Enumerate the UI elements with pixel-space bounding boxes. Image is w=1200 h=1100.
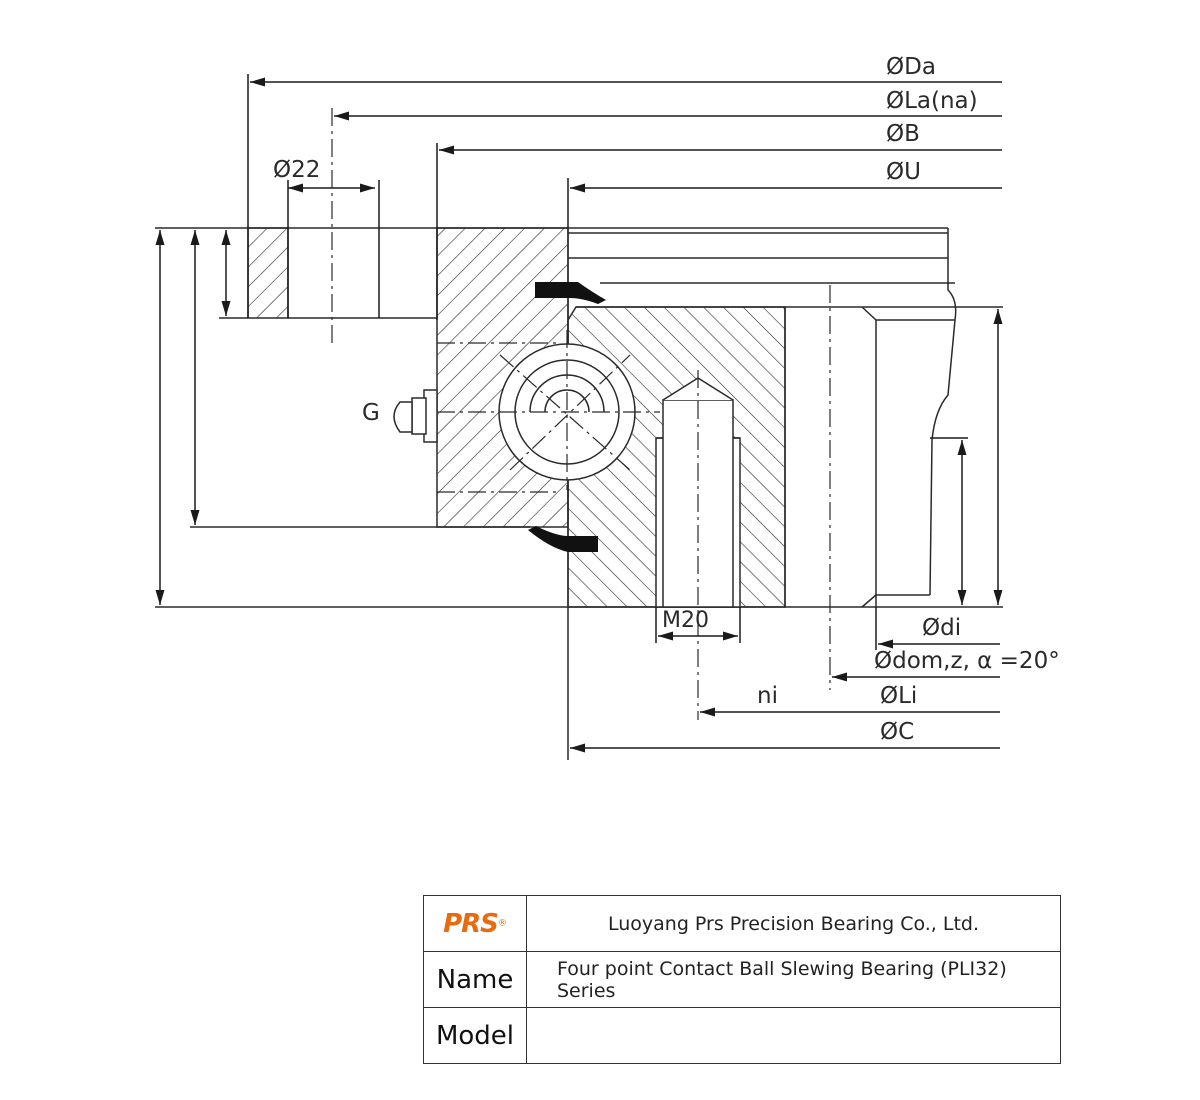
label-La: ØLa(na): [886, 88, 978, 114]
grease-nipple-icon: [393, 389, 438, 443]
company-name: Luoyang Prs Precision Bearing Co., Ltd.: [526, 895, 1061, 952]
label-M20: M20: [662, 608, 709, 633]
label-Li: ØLi: [880, 683, 917, 709]
company-logo: PRS®: [423, 895, 527, 952]
label-hole22: Ø22: [273, 157, 320, 183]
label-ni: ni: [757, 683, 778, 709]
model-value: [526, 1007, 1061, 1064]
bearing-cross-section-drawing: ØDa ØLa(na) ØB ØU Ø22 G Ødi Ødom,z, α =2…: [155, 54, 1060, 760]
logo-text: PRS: [443, 908, 499, 939]
registered-mark: ®: [497, 918, 507, 929]
label-di: Ødi: [922, 615, 961, 641]
top-seal: [535, 282, 606, 304]
label-G: G: [362, 400, 380, 426]
name-label: Name: [423, 951, 527, 1008]
bottom-seal: [528, 526, 598, 552]
label-B: ØB: [886, 121, 920, 147]
title-block: PRS® Luoyang Prs Precision Bearing Co., …: [423, 895, 1061, 1064]
outer-ring-flange: [247, 227, 289, 319]
name-value: Four point Contact Ball Slewing Bearing …: [526, 951, 1061, 1008]
label-Da: ØDa: [886, 54, 936, 80]
label-dom: Ødom,z, α =20°: [874, 648, 1060, 674]
label-C: ØC: [880, 719, 914, 745]
label-U: ØU: [886, 159, 921, 185]
model-label: Model: [423, 1007, 527, 1064]
